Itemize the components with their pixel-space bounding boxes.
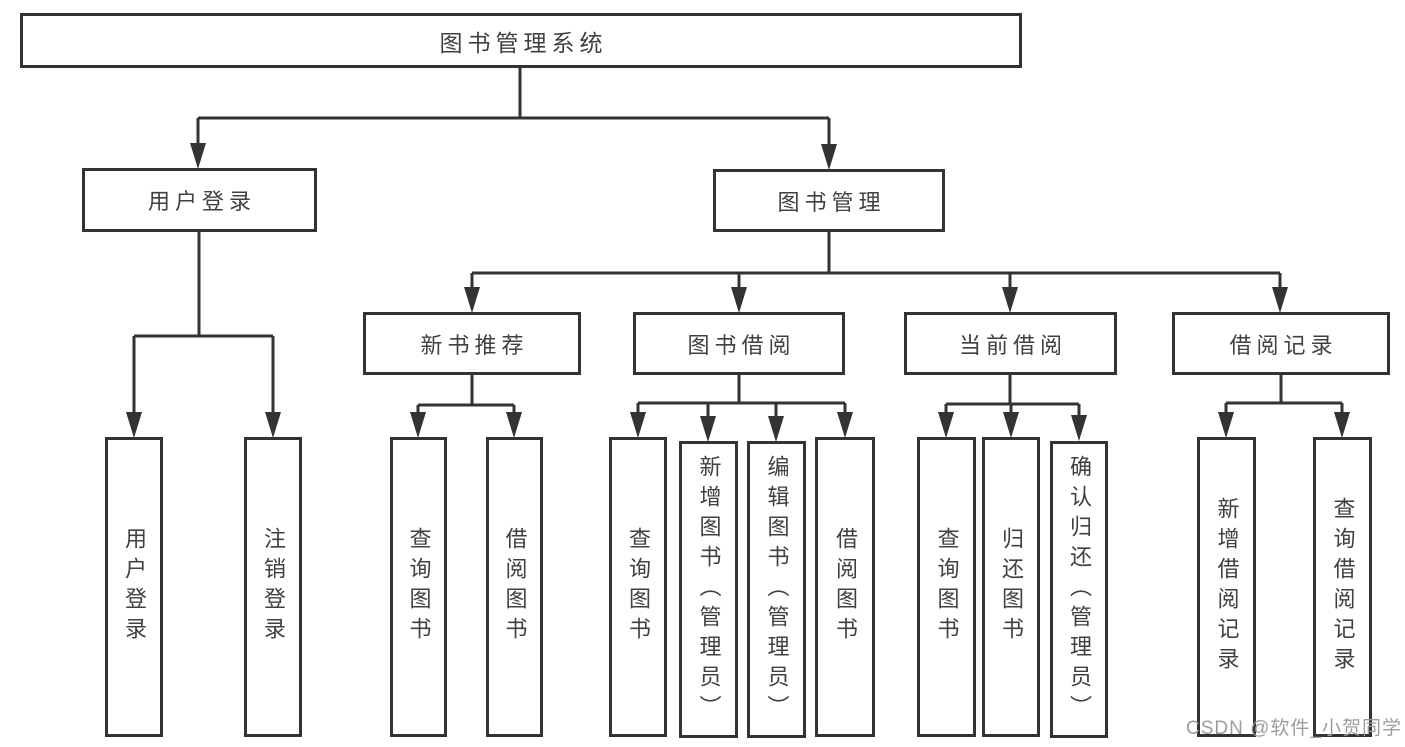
leaf-edit-books-admin: 编辑图书（管理员）	[747, 441, 806, 738]
leaf-borrow-books: 借阅图书	[815, 437, 875, 737]
node-library-management-system: 图书管理系统	[20, 13, 1022, 68]
csdn-watermark: CSDN @软件_小贺同学	[1186, 718, 1402, 739]
node-current-borrowing: 当前借阅	[904, 312, 1117, 375]
node-borrowing-records: 借阅记录	[1172, 312, 1390, 375]
leaf-query-borrow-record: 查询借阅记录	[1313, 437, 1372, 737]
node-book-borrowing: 图书借阅	[633, 312, 845, 375]
leaf-return-books: 归还图书	[982, 437, 1040, 737]
leaf-confirm-return-admin: 确认归还（管理员）	[1050, 441, 1108, 738]
node-new-book-recommend: 新书推荐	[363, 312, 581, 375]
leaf-logout: 注销登录	[244, 437, 302, 737]
node-book-management: 图书管理	[713, 169, 945, 232]
leaf-query-books-recommend: 查询图书	[390, 437, 447, 737]
arrowheads	[126, 143, 1350, 442]
leaf-add-books-admin: 新增图书（管理员）	[679, 441, 738, 738]
leaf-query-books-borrowing: 查询图书	[609, 437, 667, 737]
leaf-add-borrow-record: 新增借阅记录	[1197, 437, 1256, 737]
leaf-user-login: 用户登录	[105, 437, 163, 737]
leaf-borrow-books-recommend: 借阅图书	[486, 437, 543, 737]
node-user-login: 用户登录	[82, 168, 317, 232]
leaf-query-books-current: 查询图书	[917, 437, 976, 737]
